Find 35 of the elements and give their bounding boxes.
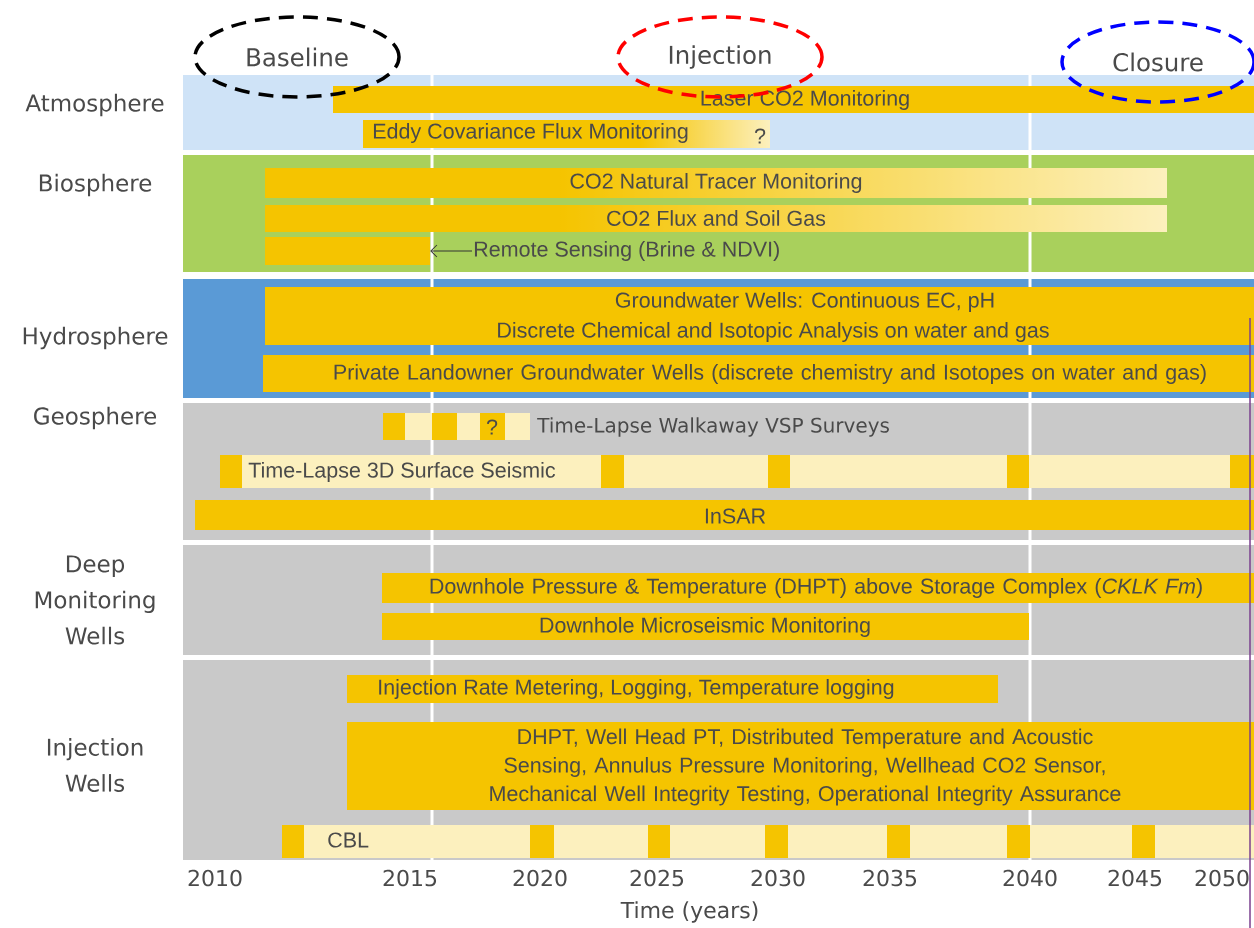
timeline-bar: ?: [383, 413, 530, 440]
tick-label: 2040: [1003, 869, 1057, 887]
timeline-bar: [265, 237, 430, 265]
timeline-bar: CBL: [282, 825, 1254, 858]
tick-label: 2035: [863, 869, 917, 887]
timeline-bar: Groundwater Wells: Continuous EC, pH Discrete Chemical and Isotopic Analysis on water and gas: [265, 287, 1254, 345]
tick-label: 2045: [1108, 869, 1162, 887]
tick-label: 2050: [1195, 869, 1249, 887]
timeline-bar: InSAR: [195, 500, 1254, 530]
node-label: Hydrosphere: [23, 326, 168, 350]
bar-label: Time-Lapse Walkaway VSP Surveys: [537, 417, 889, 437]
node-label: Atmosphere: [25, 93, 164, 117]
node-label: Deep Monitoring Wells: [35, 555, 155, 645]
node-label: Biosphere: [39, 173, 152, 197]
timeline-bar: Downhole Pressure & Temperature (DHPT) above Storage Complex (CKLK Fm): [382, 573, 1254, 603]
tick-label: 2015: [383, 869, 437, 887]
timeline-bar: Downhole Microseismic Monitoring: [382, 613, 1029, 640]
timeline-bar: DHPT, Well Head PT, Distributed Temperature and Acoustic Sensing, Annulus Pressure Monitoring, Wellhead CO2 Sensor, Mechanical Well Integrity Testing, Operational Integrity Assurance: [347, 722, 1254, 810]
node-label: ?: [754, 128, 766, 144]
node-label: Injection Wells: [47, 738, 143, 792]
timeline-bar: Time-Lapse 3D Surface Seismic: [220, 455, 1254, 488]
arrow: [430, 244, 473, 258]
bar-label: Remote Sensing (Brine & NDVI): [474, 241, 779, 262]
timeline-bar: Eddy Covariance Flux Monitoring ?: [363, 120, 770, 148]
axis-title: Time (years): [620, 901, 758, 923]
timeline-bar: CO2 Natural Tracer Monitoring: [265, 168, 1167, 198]
timeline-bar: Private Landowner Groundwater Wells (discrete chemistry and Isotopes on water and gas): [263, 355, 1254, 392]
timeline-bar: CO2 Flux and Soil Gas: [265, 205, 1167, 232]
node-label: Geosphere: [34, 406, 157, 430]
tick-label: 2025: [630, 869, 684, 887]
tick-label: 2020: [513, 869, 567, 887]
node-label: ?: [486, 419, 498, 435]
tick-label: 2030: [751, 869, 805, 887]
tick-label: 2010: [188, 869, 242, 887]
timeline-bar: Injection Rate Metering, Logging, Temperature logging: [347, 675, 998, 703]
